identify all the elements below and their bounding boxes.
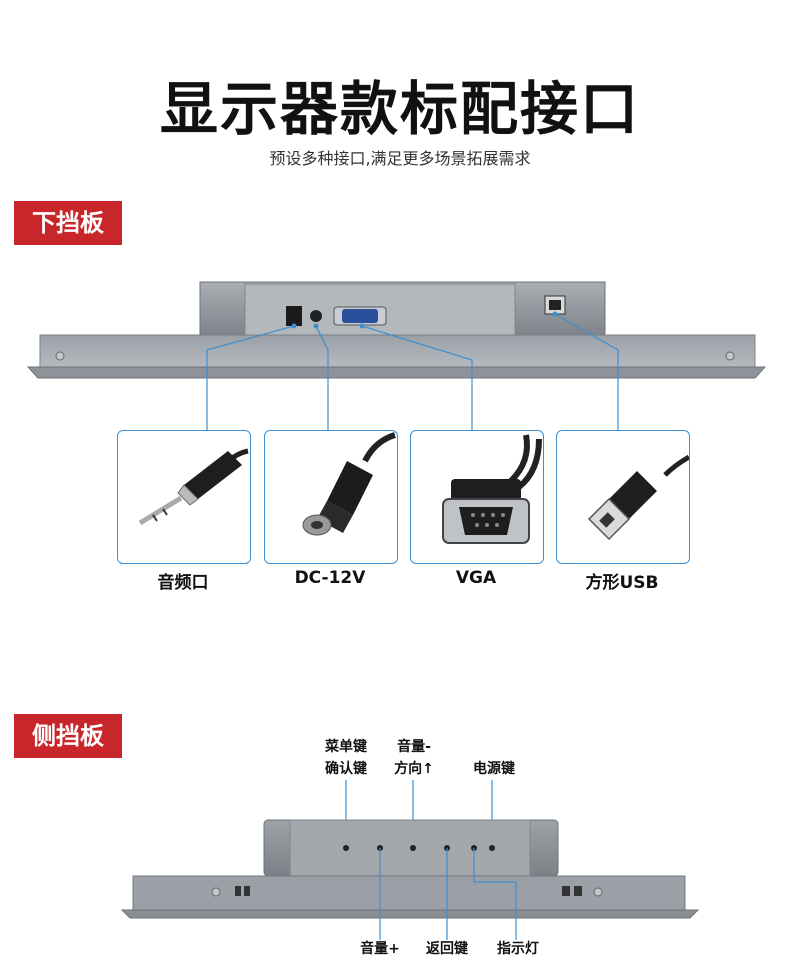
label-audio: 音频口 bbox=[157, 573, 209, 593]
usb-port bbox=[549, 300, 561, 310]
bottom-panel-illustration bbox=[26, 281, 767, 430]
volume-down-button bbox=[410, 845, 416, 851]
side-panel-illustration bbox=[120, 780, 700, 940]
card-vga bbox=[410, 430, 544, 564]
menu-button bbox=[343, 845, 349, 851]
annotation-indicator: 指示灯 bbox=[497, 941, 539, 957]
annotation-volume-up: 音量+ bbox=[360, 941, 400, 957]
usb-b-plug-icon bbox=[587, 454, 689, 541]
label-usb: 方形USB bbox=[585, 573, 659, 593]
audio-port bbox=[310, 310, 322, 322]
label-vga: VGA bbox=[455, 568, 497, 588]
annotation-menu-confirm: 菜单键 确认键 bbox=[325, 739, 367, 777]
card-usb bbox=[556, 430, 690, 564]
annotation-volume-down: 音量- 方向↑ bbox=[394, 739, 434, 777]
page-subtitle: 预设多种接口,满足更多场景拓展需求 bbox=[269, 149, 531, 168]
audio-jack-icon bbox=[138, 448, 249, 526]
section-tag-bottom: 下挡板 bbox=[14, 201, 122, 245]
card-dc bbox=[264, 430, 398, 564]
annotation-power: 电源键 bbox=[473, 761, 515, 777]
page-title: 显示器款标配接口 bbox=[159, 75, 640, 143]
label-dc: DC-12V bbox=[294, 568, 366, 588]
vga-port bbox=[342, 309, 378, 323]
card-audio bbox=[117, 430, 251, 564]
dc-plug-icon bbox=[302, 432, 396, 536]
dc-port bbox=[286, 306, 302, 326]
vga-connector-icon bbox=[442, 434, 542, 544]
annotation-back: 返回键 bbox=[426, 941, 468, 957]
section-tag-side: 侧挡板 bbox=[14, 714, 122, 758]
power-button bbox=[489, 845, 495, 851]
